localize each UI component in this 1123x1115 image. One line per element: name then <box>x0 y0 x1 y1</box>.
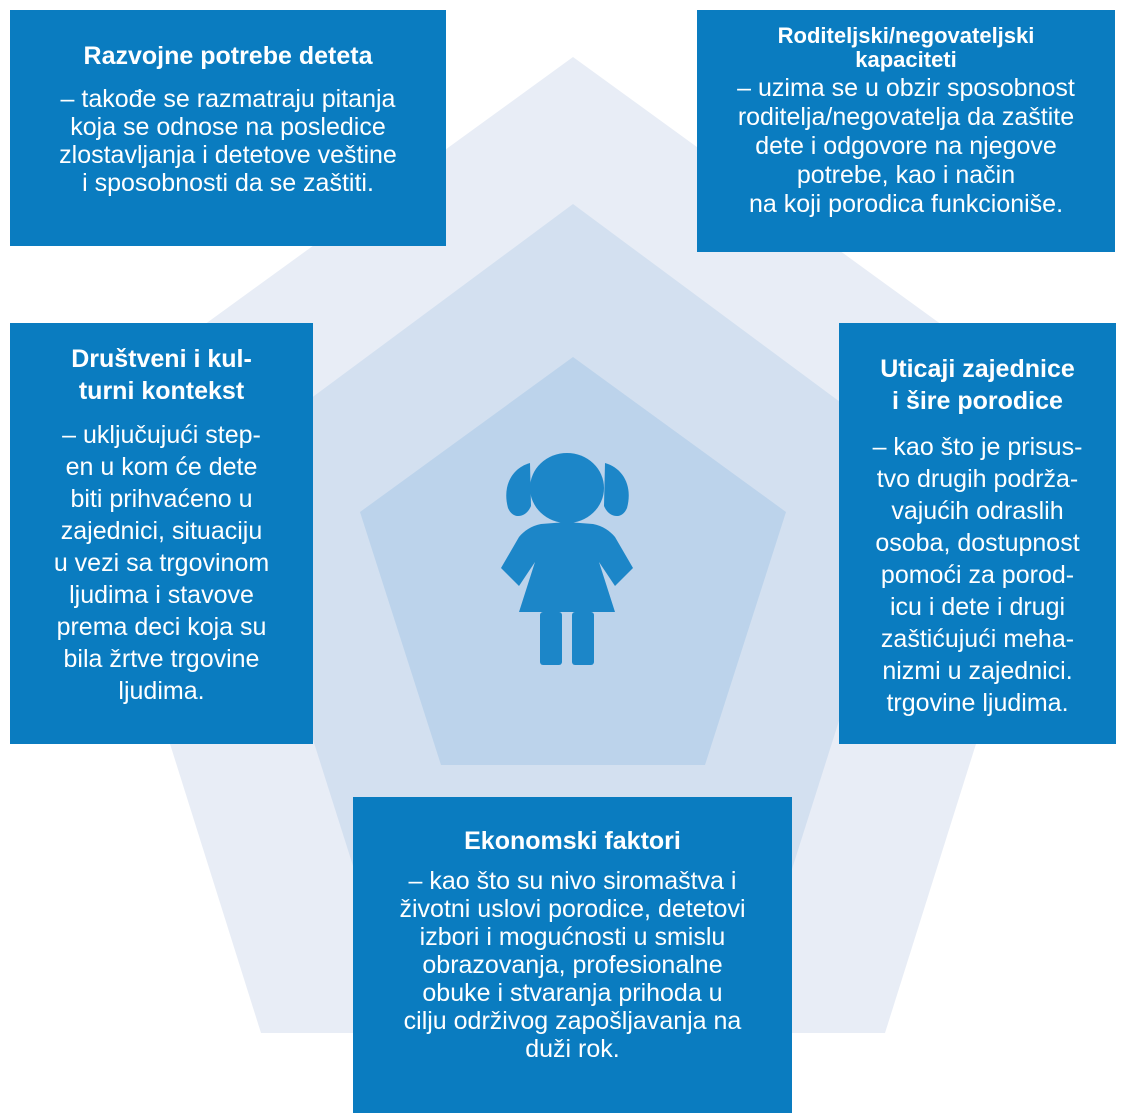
text-line: zaštićujući meha- <box>880 625 1075 653</box>
text-line: obrazovanja, profesionalne <box>422 951 723 979</box>
development-needs-box: Razvojne potrebe deteta – takođe se razm… <box>10 10 446 246</box>
community-influences-title: Uticaji zajednice i šire porodice <box>839 353 1116 417</box>
economic-factors-text: – kao što su nivo siromaštva i životni u… <box>353 867 792 1063</box>
title-line: Društveni i kul- <box>71 345 252 373</box>
text-line: ljudima i stavove <box>69 581 254 609</box>
text-line: nizmi u zajednici. <box>882 657 1073 685</box>
text-line: u vezi sa trgovinom <box>53 549 270 577</box>
text-line: cilju održivog zapošljavanja na <box>403 1007 742 1035</box>
text-line: dete i odgovore na njegove <box>755 132 1057 160</box>
text-line: potrebe, kao i način <box>796 161 1016 189</box>
social-cultural-context-text: – uključujući step- en u kom će dete bit… <box>10 419 313 707</box>
community-influences-box: Uticaji zajednice i šire porodice – kao … <box>839 323 1116 744</box>
economic-factors-box: Ekonomski faktori – kao što su nivo siro… <box>353 797 792 1113</box>
text-line: na koji porodica funkcioniše. <box>748 190 1064 218</box>
text-line: obuke i stvaranja prihoda u <box>422 979 723 1007</box>
social-cultural-context-box: Društveni i kul- turni kontekst – uključ… <box>10 323 313 744</box>
text-line: – uzima se u obzir sposobnost <box>737 74 1075 102</box>
text-line: osoba, dostupnost <box>875 529 1080 557</box>
text-line: roditelja/negovatelja da zaštite <box>737 103 1075 131</box>
development-needs-text: – takođe se razmatraju pitanja koja se o… <box>10 85 446 197</box>
text-line: i sposobnosti da se zaštiti. <box>82 169 374 197</box>
text-line: prema deci koja su <box>56 613 267 641</box>
child-girl-icon <box>501 453 633 665</box>
title-line: Roditeljski/negovateljski <box>777 23 1035 48</box>
text-line: životni uslovi porodice, detetovi <box>399 895 746 923</box>
text-line: – uključujući step- <box>62 421 261 449</box>
text-line: tvo drugih podrža- <box>876 465 1079 493</box>
title-line: kapaciteti <box>855 47 957 72</box>
title-line: i šire porodice <box>892 387 1063 415</box>
text-line: trgovine ljudima. <box>886 689 1069 717</box>
title-line: turni kontekst <box>78 377 245 405</box>
parental-capacities-box: Roditeljski/negovateljski kapaciteti – u… <box>697 10 1115 252</box>
text-line: duži rok. <box>525 1035 620 1063</box>
text-line: – takođe se razmatraju pitanja <box>60 85 396 113</box>
text-line: en u kom će dete <box>65 453 258 481</box>
text-line: – kao što je prisus- <box>872 433 1083 461</box>
text-line: zlostavljanja i detetove veštine <box>59 141 397 169</box>
text-line: bila žrtve trgovine <box>63 645 260 673</box>
text-line: ljudima. <box>118 677 205 705</box>
social-cultural-context-title: Društveni i kul- turni kontekst <box>10 343 313 407</box>
text-line: zajednici, situaciju <box>60 517 263 545</box>
development-needs-title: Razvojne potrebe deteta <box>83 42 373 70</box>
text-line: izbori i mogućnosti u smislu <box>419 923 726 951</box>
parental-capacities-title: Roditeljski/negovateljski kapaciteti <box>697 24 1115 72</box>
text-line: koja se odnose na posledice <box>70 113 386 141</box>
economic-factors-title: Ekonomski faktori <box>464 827 681 855</box>
community-influences-text: – kao što je prisus- tvo drugih podrža- … <box>839 431 1116 719</box>
title-line: Uticaji zajednice <box>880 355 1075 383</box>
text-line: – kao što su nivo siromaštva i <box>408 867 737 895</box>
text-line: pomoći za porod- <box>880 561 1075 589</box>
text-line: icu i dete i drugi <box>889 593 1066 621</box>
text-line: biti prihvaćeno u <box>70 485 253 513</box>
parental-capacities-text: – uzima se u obzir sposobnost roditelja/… <box>697 74 1115 219</box>
text-line: vajućih odraslih <box>891 497 1064 525</box>
